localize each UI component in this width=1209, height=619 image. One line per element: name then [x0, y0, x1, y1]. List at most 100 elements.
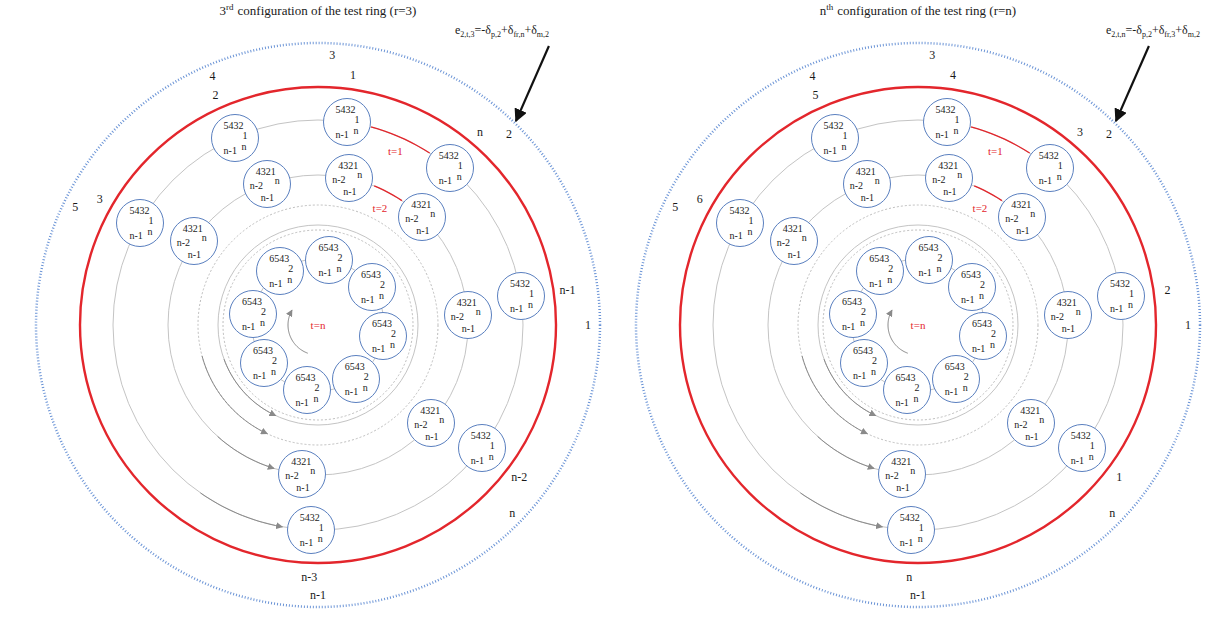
probe-circle: 4321nn-2n-1 — [243, 160, 291, 208]
position-digits: 2 — [964, 372, 969, 382]
ring-position-number: n-2 — [510, 470, 528, 484]
position-digits: n-1 — [343, 187, 356, 197]
position-digits: n-1 — [129, 231, 142, 241]
position-digits: n — [147, 227, 152, 237]
ring-position-number: n-3 — [300, 570, 318, 584]
outer-position-number: 2 — [1105, 127, 1113, 141]
position-digits: n — [271, 367, 276, 377]
ring-position-number: 1 — [1115, 470, 1123, 484]
outer-dotted-ring — [36, 43, 600, 607]
title-text: 3 — [220, 3, 227, 18]
position-digits: 2 — [861, 307, 866, 317]
motion-arrow — [218, 436, 275, 468]
probe-circle: 54321nn-1 — [426, 144, 474, 192]
probe-circle: 65432nn-1 — [840, 339, 888, 387]
ring-position-number: 4 — [949, 68, 957, 82]
position-digits: n — [363, 383, 368, 393]
step-label: t=n — [910, 318, 927, 332]
track-ring — [713, 120, 1123, 530]
track-ring — [198, 205, 438, 445]
position-digits: 6543 — [253, 346, 273, 356]
position-digits: n — [887, 275, 892, 285]
probe-circle: 54321nn-1 — [458, 424, 506, 472]
probe-circle: 54321nn-1 — [923, 98, 971, 146]
ring-position-number: 6 — [696, 192, 704, 206]
position-digits: 2 — [364, 372, 369, 382]
ring-position-number: 2 — [1164, 283, 1172, 297]
position-digits: n-1 — [788, 250, 801, 260]
probe-circle: 4321nn-2n-1 — [1044, 291, 1092, 339]
position-digits: 5432 — [300, 513, 320, 523]
step-label: t=1 — [387, 144, 404, 158]
test-ring — [80, 87, 556, 563]
position-digits: 2 — [288, 264, 293, 274]
position-digits: 2 — [380, 280, 385, 290]
position-digits: 4321 — [1057, 298, 1077, 308]
motion-arrow — [818, 436, 875, 468]
probe-circle: 65432nn-1 — [283, 366, 331, 414]
position-digits: 6543 — [945, 362, 965, 372]
track-ring — [818, 225, 1018, 425]
motion-arrow — [288, 310, 308, 353]
outer-position-number: n-1 — [309, 588, 327, 602]
position-digits: n — [379, 291, 384, 301]
position-digits: 6543 — [842, 297, 862, 307]
position-digits: n — [1030, 209, 1035, 219]
probe-circle: 4321nn-2n-1 — [407, 399, 455, 447]
position-digits: 4321 — [411, 200, 431, 210]
position-digits: 6543 — [361, 270, 381, 280]
position-digits: n-1 — [188, 250, 201, 260]
position-digits: n-1 — [296, 483, 309, 493]
position-digits: 4321 — [291, 457, 311, 467]
track-ring — [218, 225, 418, 425]
ring-position-number: 2 — [212, 88, 220, 102]
pointer-arrow — [1116, 46, 1149, 121]
position-digits: 5432 — [224, 121, 244, 131]
position-digits: n-1 — [318, 268, 331, 278]
outer-position-number: 1 — [584, 318, 592, 332]
formula-part: +δ — [501, 23, 513, 37]
position-digits: n — [528, 300, 533, 310]
position-digits: 6543 — [896, 373, 916, 383]
position-digits: 5432 — [1071, 431, 1091, 441]
position-digits: n — [914, 394, 919, 404]
position-digits: n — [354, 126, 359, 136]
position-digits: 1 — [490, 441, 495, 451]
position-digits: n-2 — [414, 420, 427, 430]
probe-circle: 4321nn-2n-1 — [878, 450, 926, 498]
position-digits: 5432 — [936, 105, 956, 115]
position-digits: n-1 — [729, 231, 742, 241]
position-digits: n-1 — [861, 193, 874, 203]
position-digits: n-1 — [336, 130, 349, 140]
position-digits: n-1 — [869, 279, 882, 289]
title-text: th — [826, 2, 833, 12]
probe-circle: 54321nn-1 — [211, 114, 259, 162]
position-digits: n — [202, 233, 207, 243]
outer-position-number: 3 — [928, 48, 936, 62]
position-digits: n — [1089, 452, 1094, 462]
position-digits: n — [476, 307, 481, 317]
position-digits: 5432 — [824, 121, 844, 131]
position-digits: 2 — [937, 253, 942, 263]
position-digits: 1 — [355, 115, 360, 125]
position-digits: n-1 — [462, 324, 475, 334]
outer-position-number: 5 — [671, 200, 679, 214]
probe-circle: 54321nn-1 — [1026, 144, 1074, 192]
track-ring — [168, 175, 468, 475]
position-digits: 1 — [919, 523, 924, 533]
position-digits: n — [1128, 300, 1133, 310]
position-digits: 6543 — [318, 243, 338, 253]
position-digits: 1 — [458, 161, 463, 171]
position-digits: 4321 — [1011, 200, 1031, 210]
probe-circle: 4321nn-2n-1 — [1007, 399, 1055, 447]
probe-circle: 65432nn-1 — [883, 366, 931, 414]
position-digits: n — [918, 534, 923, 544]
position-digits: n — [390, 340, 395, 350]
position-digits: n-1 — [961, 295, 974, 305]
motion-arrow — [888, 310, 908, 353]
position-digits: n-1 — [972, 344, 985, 354]
formula-part: 2,t,n — [1111, 30, 1125, 39]
position-digits: n-1 — [261, 193, 274, 203]
title-text: configuration of the test ring (r=n) — [837, 3, 1016, 18]
